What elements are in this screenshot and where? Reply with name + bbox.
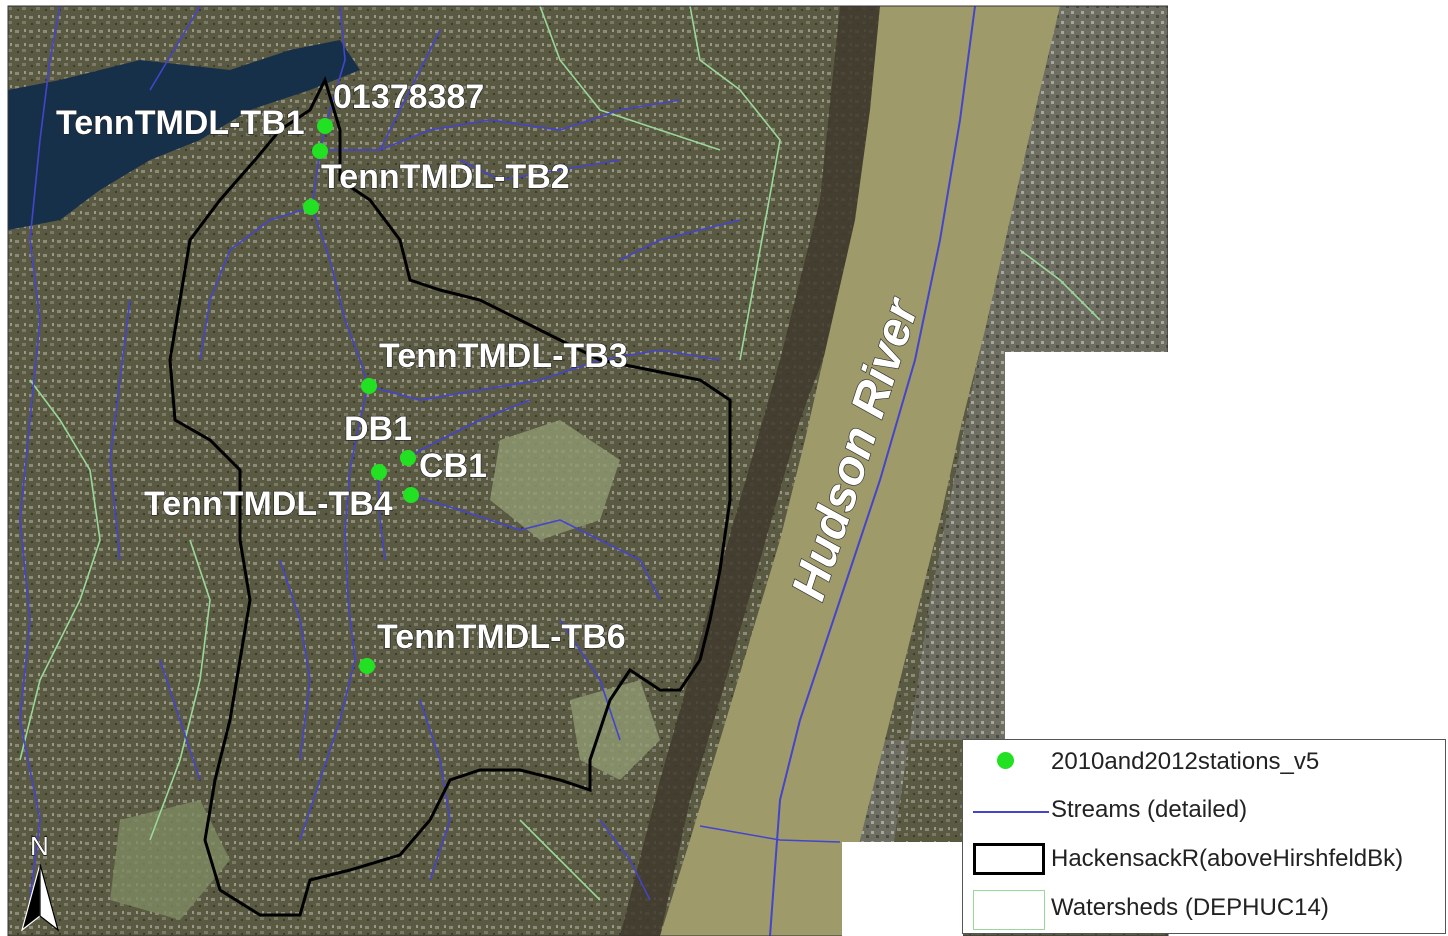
north-arrow-label: N <box>30 831 49 861</box>
legend-item-hackensack: HackensackR(aboveHirshfeldBk) <box>963 837 1447 885</box>
map-legend: 2010and2012stations_v5 Streams (detailed… <box>962 739 1446 934</box>
station-label-01378387: 01378387 <box>333 78 484 116</box>
station-label-tb6: TennTMDL-TB6 <box>377 618 626 656</box>
huc14-watersheds <box>19 5 1101 901</box>
station-dot-tb4[interactable] <box>403 487 419 503</box>
blank-area-right-lower <box>1005 352 1448 739</box>
hackensack-watershed-boundary <box>168 75 732 917</box>
station-label-tb2: TennTMDL-TB2 <box>321 158 570 196</box>
legend-label-hackensack: HackensackR(aboveHirshfeldBk) <box>1051 845 1404 872</box>
station-label-cb1: CB1 <box>419 447 487 485</box>
state-boundary-line <box>769 5 976 936</box>
station-dot-tb1[interactable] <box>312 143 328 159</box>
blank-area-bottom <box>842 842 963 936</box>
station-dot-tb6[interactable] <box>359 658 375 674</box>
legend-item-streams: Streams (detailed) <box>963 788 1447 836</box>
station-dot-cb1[interactable] <box>400 450 416 466</box>
station-dot-tb2[interactable] <box>303 199 319 215</box>
legend-label-watersheds: Watersheds (DEPHUC14) <box>1051 894 1329 921</box>
station-dot-01378387[interactable] <box>317 118 333 134</box>
legend-item-stations: 2010and2012stations_v5 <box>963 740 1447 788</box>
station-label-db1: DB1 <box>344 410 412 448</box>
streams <box>19 5 741 901</box>
legend-item-watersheds: Watersheds (DEPHUC14) <box>963 886 1447 934</box>
legend-symbol-blue-line <box>971 788 1049 836</box>
legend-label-streams: Streams (detailed) <box>1051 796 1248 823</box>
station-labels: 01378387 TennTMDL-TB1 TennTMDL-TB2 TennT… <box>55 77 628 656</box>
legend-symbol-green-outline <box>971 886 1045 934</box>
hudson-river <box>660 6 1060 936</box>
legend-label-stations: 2010and2012stations_v5 <box>1051 748 1320 775</box>
station-dot-tb3[interactable] <box>361 378 377 394</box>
station-dot-db1[interactable] <box>371 464 387 480</box>
north-arrow: N <box>20 831 60 932</box>
legend-symbol-black-outline <box>971 837 1045 885</box>
legend-symbol-green-dot <box>971 740 1043 788</box>
station-label-tb3: TennTMDL-TB3 <box>379 337 628 375</box>
blank-area-right <box>1168 0 1448 352</box>
boundary-line-lower <box>699 825 841 843</box>
station-label-tb4: TennTMDL-TB4 <box>144 485 393 523</box>
stations <box>303 118 419 674</box>
station-label-tb1: TennTMDL-TB1 <box>56 104 305 142</box>
